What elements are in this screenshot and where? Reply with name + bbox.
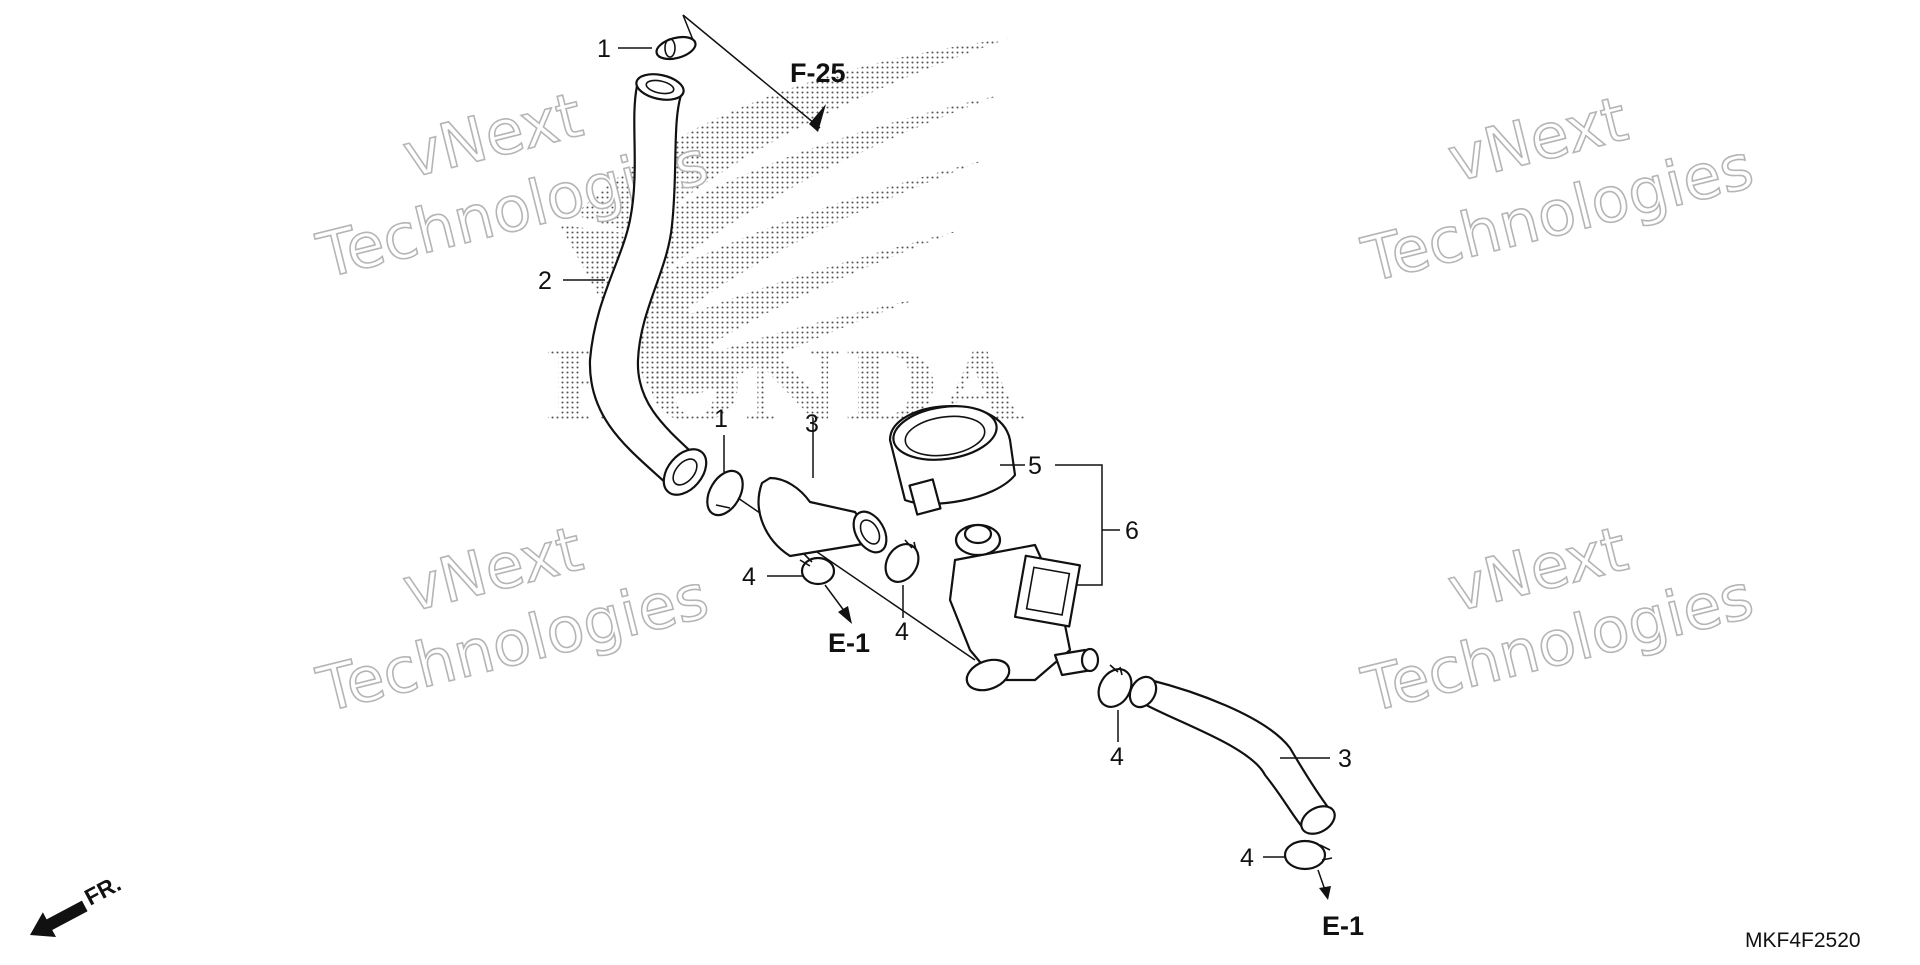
hose-part-3-upper[interactable]	[757, 476, 894, 558]
hose-part-3-lower[interactable]	[1125, 672, 1340, 839]
ref-e1-upper[interactable]: E-1	[828, 628, 870, 658]
leader-line-f25	[682, 14, 821, 129]
valve-part-6[interactable]	[948, 523, 1100, 696]
callout-4-b: 4	[895, 618, 909, 646]
callout-2: 2	[538, 267, 552, 295]
callout-6: 6	[1125, 517, 1139, 545]
front-label: FR.	[80, 870, 125, 910]
callout-5: 5	[1028, 452, 1042, 480]
clamp-part-1-lower[interactable]	[700, 465, 750, 522]
callout-3-upper: 3	[805, 410, 819, 438]
clamp-part-4-b[interactable]	[879, 538, 925, 588]
diagram-code: MKF4F2520	[1745, 929, 1861, 952]
callout-4-a: 4	[742, 563, 756, 591]
hose-part-2[interactable]	[588, 70, 715, 503]
front-arrow-icon	[30, 900, 88, 938]
honda-wing-icon	[560, 38, 1010, 395]
clamp-part-4-a[interactable]	[799, 553, 836, 586]
callout-3-lower: 3	[1338, 745, 1352, 773]
band-part-5[interactable]	[888, 400, 1017, 516]
clamp-part-4-d[interactable]	[1283, 839, 1333, 871]
callout-4-d: 4	[1240, 844, 1254, 872]
ref-e1-lower[interactable]: E-1	[1322, 911, 1364, 941]
arrow-e1-upper-icon	[838, 606, 852, 624]
ref-f25[interactable]: F-25	[790, 58, 846, 88]
clamp-part-4-c[interactable]	[1092, 663, 1138, 713]
arrow-f25-icon	[809, 104, 826, 132]
callout-1-lower: 1	[714, 405, 728, 433]
arrow-e1-lower-icon	[1319, 886, 1331, 900]
clamp-part-1-upper[interactable]	[654, 33, 698, 63]
callout-1-upper: 1	[597, 35, 611, 63]
callout-4-c: 4	[1110, 743, 1124, 771]
